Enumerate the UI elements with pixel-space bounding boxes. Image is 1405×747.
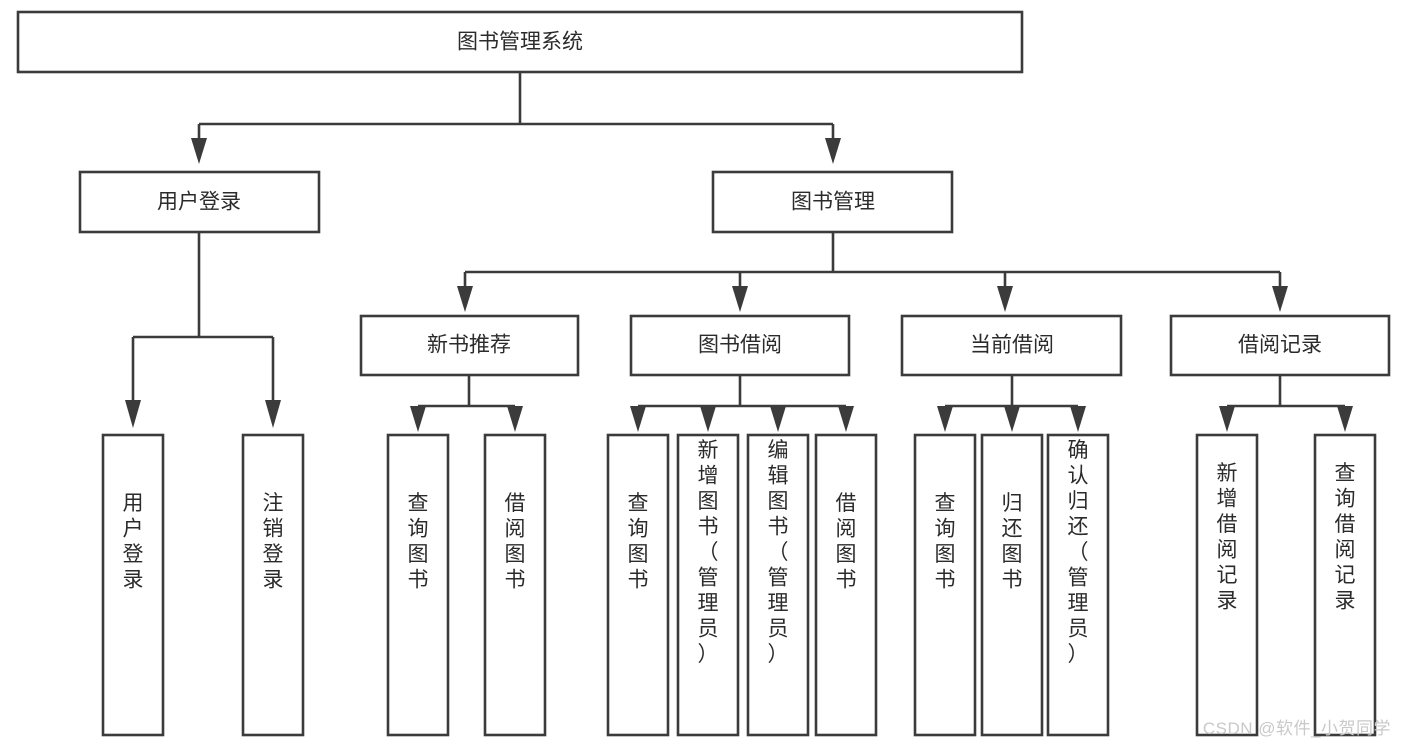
node-leaf-borrow-book-2-box[interactable] (814, 433, 878, 737)
arrow-head-leaf-add-book (700, 406, 716, 432)
node-borrow-record-box[interactable] (1169, 314, 1391, 377)
arrow-head-current-borrow (997, 286, 1013, 312)
node-leaf-confirm-return[interactable]: 确认归还（管理员） (1046, 433, 1110, 737)
node-leaf-query-book-3-box[interactable] (913, 433, 977, 737)
node-leaf-add-record[interactable]: 新增借阅记录 (1195, 433, 1259, 737)
node-leaf-user-logout-box[interactable] (241, 433, 305, 737)
node-book-borrow-box[interactable] (629, 314, 851, 377)
node-leaf-user-login-box[interactable] (101, 433, 165, 737)
arrow-head-leaf-user-logout (265, 400, 281, 428)
node-leaf-borrow-book-2[interactable]: 借阅图书 (814, 433, 878, 737)
node-leaf-user-logout-label: 注销登录 (263, 492, 284, 592)
node-leaf-query-book-3[interactable]: 查询图书 (913, 433, 977, 737)
node-leaf-borrow-book-1[interactable]: 借阅图书 (483, 433, 547, 737)
node-leaf-borrow-book-2-label: 借阅图书 (836, 492, 857, 592)
node-leaf-query-book-2[interactable]: 查询图书 (606, 433, 670, 737)
node-user-login-label: 用户登录 (157, 191, 241, 214)
node-book-borrow[interactable]: 图书借阅 (629, 314, 851, 377)
node-book-management-box[interactable] (711, 170, 954, 234)
node-leaf-add-book-label: 新增图书（管理员） (698, 439, 719, 666)
arrow-head-borrow-record (1272, 286, 1288, 312)
arrow-head-leaf-query-book-2 (630, 406, 646, 432)
node-user-login-box[interactable] (78, 170, 321, 234)
connector-group-current-borrow (937, 375, 1086, 432)
connector-group-book-borrow (630, 375, 854, 432)
node-new-book-recommend-label: 新书推荐 (427, 334, 511, 357)
node-borrow-record-label: 借阅记录 (1238, 334, 1322, 357)
connector-group-root (191, 72, 841, 164)
connector-group-borrow-record (1219, 375, 1353, 432)
node-leaf-add-book-box[interactable] (676, 433, 740, 737)
node-current-borrow-box[interactable] (900, 314, 1123, 377)
node-leaf-query-record[interactable]: 查询借阅记录 (1313, 433, 1377, 737)
arrow-head-leaf-borrow-book-2 (838, 406, 854, 432)
node-leaf-query-book-1-box[interactable] (386, 433, 450, 737)
node-leaf-add-record-box[interactable] (1195, 433, 1259, 737)
arrow-head-leaf-return-book (1004, 406, 1020, 432)
arrow-head-leaf-edit-book (770, 406, 786, 432)
node-leaf-add-record-label: 新增借阅记录 (1217, 462, 1238, 613)
node-leaf-borrow-book-1-box[interactable] (483, 433, 547, 737)
node-new-book-recommend-box[interactable] (359, 314, 580, 377)
node-leaf-return-book-box[interactable] (980, 433, 1044, 737)
arrow-head-leaf-user-login (125, 400, 141, 428)
node-leaf-user-logout[interactable]: 注销登录 (241, 433, 305, 737)
node-user-login[interactable]: 用户登录 (78, 170, 321, 234)
node-leaf-query-record-box[interactable] (1313, 433, 1377, 737)
arrow-head-book-borrow (732, 286, 748, 312)
node-borrow-record[interactable]: 借阅记录 (1169, 314, 1391, 377)
node-leaf-return-book-label: 归还图书 (1002, 492, 1023, 592)
arrow-head-leaf-add-record (1219, 406, 1235, 432)
node-root-box[interactable] (16, 10, 1024, 74)
node-leaf-borrow-book-1-label: 借阅图书 (505, 492, 526, 592)
connector-group-user-login (125, 232, 281, 428)
node-book-management[interactable]: 图书管理 (711, 170, 954, 234)
node-leaf-query-record-label: 查询借阅记录 (1335, 462, 1356, 613)
node-root-label: 图书管理系统 (457, 31, 583, 54)
arrow-head-leaf-confirm-return (1070, 406, 1086, 432)
arrow-head-new-book-recommend (457, 286, 473, 312)
node-leaf-confirm-return-box[interactable] (1046, 433, 1110, 737)
arrow-head-leaf-borrow-book-1 (507, 406, 523, 432)
node-leaf-user-login-label: 用户登录 (123, 492, 144, 592)
arrow-head-book-management (825, 138, 841, 164)
node-leaf-edit-book[interactable]: 编辑图书（管理员） (746, 433, 810, 737)
node-leaf-confirm-return-label: 确认归还（管理员） (1068, 439, 1089, 666)
node-leaf-query-book-1-label: 查询图书 (408, 492, 429, 592)
arrow-head-leaf-query-book-1 (410, 406, 426, 432)
node-leaf-query-book-2-box[interactable] (606, 433, 670, 737)
node-leaf-edit-book-label: 编辑图书（管理员） (768, 439, 789, 666)
node-book-borrow-label: 图书借阅 (698, 334, 782, 357)
node-book-management-label: 图书管理 (791, 191, 875, 214)
node-new-book-recommend[interactable]: 新书推荐 (359, 314, 580, 377)
node-current-borrow-label: 当前借阅 (970, 334, 1054, 357)
node-leaf-query-book-3-label: 查询图书 (935, 492, 956, 592)
node-leaf-user-login[interactable]: 用户登录 (101, 433, 165, 737)
node-root[interactable]: 图书管理系统 (16, 10, 1024, 74)
node-leaf-query-book-1[interactable]: 查询图书 (386, 433, 450, 737)
arrow-head-user-login (191, 138, 207, 164)
arrow-head-leaf-query-book-3 (937, 406, 953, 432)
connector-group-book-management (457, 232, 1288, 312)
arrow-head-leaf-query-record (1337, 406, 1353, 432)
node-current-borrow[interactable]: 当前借阅 (900, 314, 1123, 377)
node-leaf-query-book-2-label: 查询图书 (628, 492, 649, 592)
connector-group-new-book-recommend (410, 375, 523, 432)
node-leaf-edit-book-box[interactable] (746, 433, 810, 737)
node-leaf-return-book[interactable]: 归还图书 (980, 433, 1044, 737)
node-leaf-add-book[interactable]: 新增图书（管理员） (676, 433, 740, 737)
